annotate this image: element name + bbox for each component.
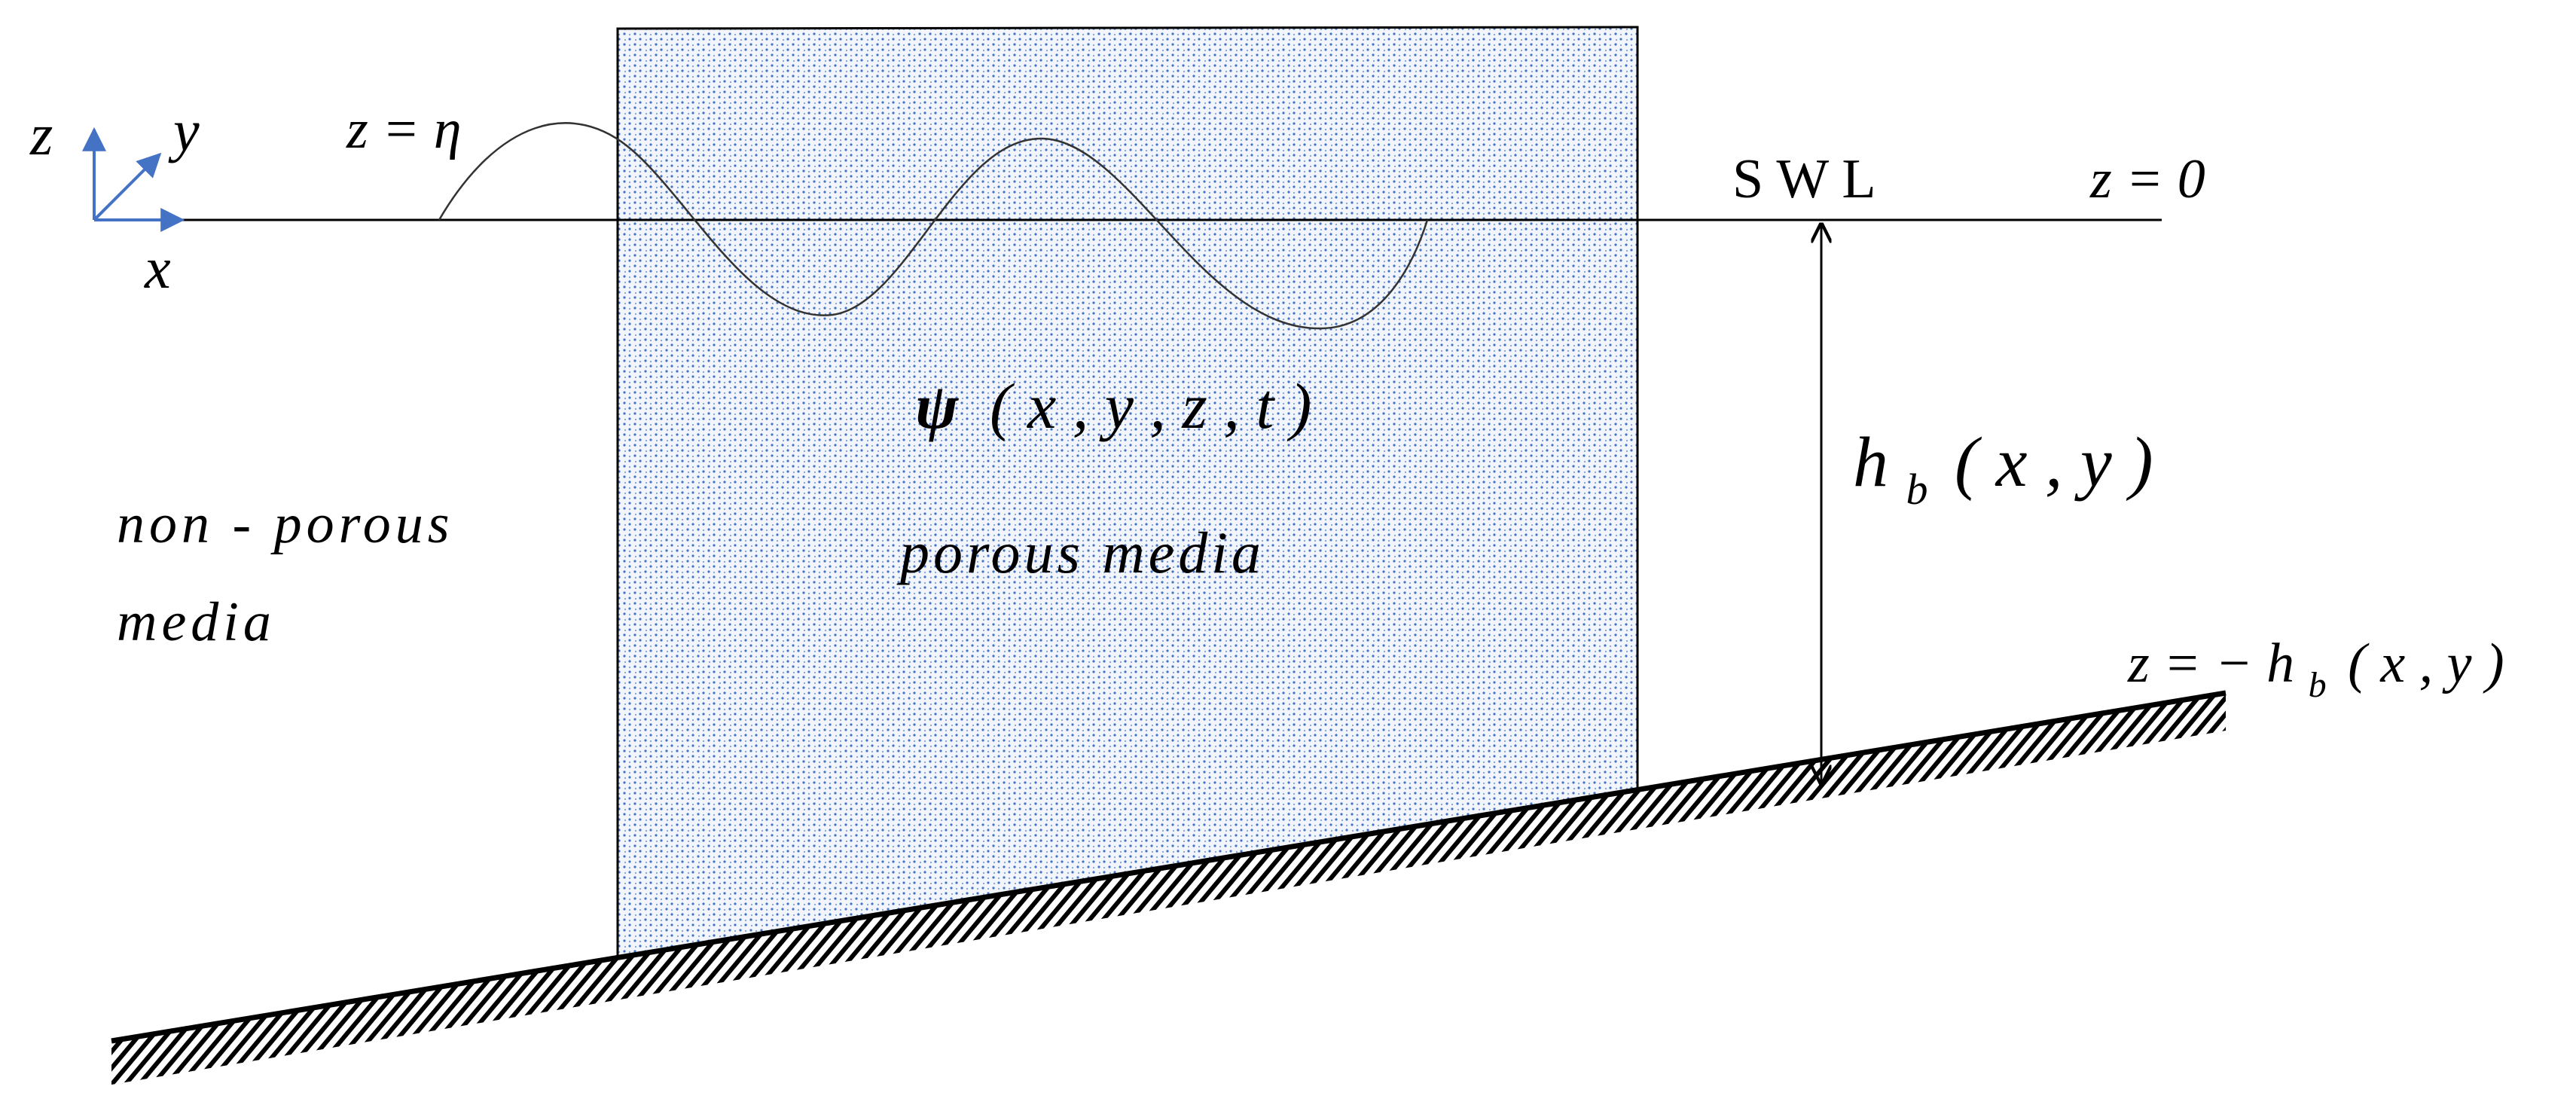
y-axis-arrow <box>93 152 162 221</box>
swl-label: S W L <box>1732 148 1876 210</box>
bed-equation-subscript: b <box>2309 665 2327 705</box>
bed-equation-label: z = − h b ( x , y ) <box>2127 633 2504 710</box>
nonporous-label-line1: non - porous <box>117 493 454 555</box>
psi-arguments: ( x , y , z , t ) <box>990 370 1311 442</box>
psi-label: ψ ( x , y , z , t ) <box>915 370 1311 442</box>
bed-equation-prefix: z = − h <box>2127 633 2294 694</box>
coordinate-axes: z y x <box>29 98 200 301</box>
seabed-hatching <box>111 693 2226 1085</box>
z-zero-label: z = 0 <box>2089 148 2205 210</box>
free-surface-wave <box>438 122 1429 330</box>
depth-symbol: h <box>1853 423 1888 502</box>
bed-equation-arguments: ( x , y ) <box>2348 633 2504 694</box>
porous-media-label: porous media <box>896 520 1265 585</box>
x-axis-label: x <box>144 235 171 301</box>
z-axis-label: z <box>29 102 53 167</box>
depth-label: h b ( x , y ) <box>1853 423 2153 520</box>
seabed-line <box>111 690 2227 1044</box>
free-surface-label: z = η <box>346 99 461 160</box>
nonporous-label-line2: media <box>117 591 276 653</box>
depth-subscript: b <box>1906 465 1928 514</box>
depth-arguments: ( x , y ) <box>1955 423 2153 502</box>
psi-symbol: ψ <box>915 370 959 442</box>
y-axis-label: y <box>168 98 200 163</box>
